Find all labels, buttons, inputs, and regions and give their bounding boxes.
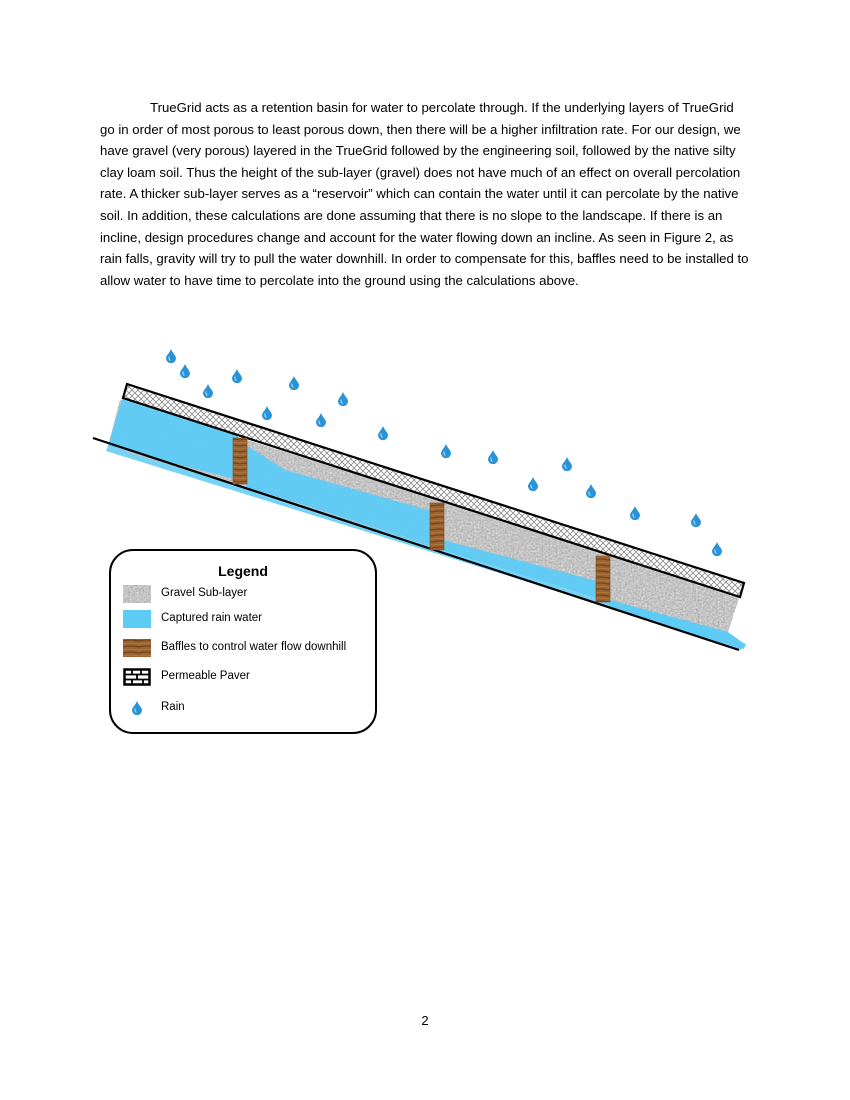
- raindrop-icon: [378, 426, 388, 440]
- raindrop-icon: [203, 384, 213, 398]
- baffle-1: [232, 437, 248, 485]
- raindrop-icon: [712, 542, 722, 556]
- raindrop-icon: [562, 457, 572, 471]
- paver-icon: [123, 668, 151, 686]
- raindrop-icon: [180, 364, 190, 378]
- raindrop-icon: [262, 406, 272, 420]
- raindrop-icon: [132, 701, 142, 715]
- ground-line: [92, 436, 740, 652]
- gravel-swatch: [123, 585, 151, 603]
- raindrop-icon: [232, 369, 242, 383]
- baffle-3: [595, 555, 611, 603]
- raindrop-icon: [528, 477, 538, 491]
- permeable-paver-layer: [121, 382, 746, 599]
- raindrop-icon: [488, 450, 498, 464]
- raindrop-icon: [316, 413, 326, 427]
- page-number: 2: [421, 1013, 429, 1028]
- raindrop-icon: [338, 392, 348, 406]
- baffle-swatch: [123, 639, 151, 657]
- figure-2-slope-diagram: [92, 349, 746, 652]
- legend-label: Rain: [161, 701, 185, 713]
- legend-title: Legend: [218, 563, 268, 579]
- body-paragraph: TrueGrid acts as a retention basin for w…: [100, 100, 749, 288]
- raindrop-icon: [630, 506, 640, 520]
- raindrop-icon: [289, 376, 299, 390]
- legend-box: Legend Gravel Sub-layer Captured rain wa…: [109, 549, 377, 734]
- baffle-2: [429, 502, 445, 551]
- raindrop-icon: [586, 484, 596, 498]
- legend-label: Gravel Sub-layer: [161, 587, 248, 599]
- water-swatch: [123, 610, 151, 628]
- raindrop-icon: [691, 513, 701, 527]
- legend-label: Captured rain water: [161, 612, 262, 624]
- baffles: [232, 437, 611, 603]
- raindrop-icon: [441, 444, 451, 458]
- legend-label: Permeable Paver: [161, 670, 250, 682]
- legend-label: Baffles to control water flow downhill: [161, 641, 347, 653]
- raindrop-icon: [166, 349, 176, 363]
